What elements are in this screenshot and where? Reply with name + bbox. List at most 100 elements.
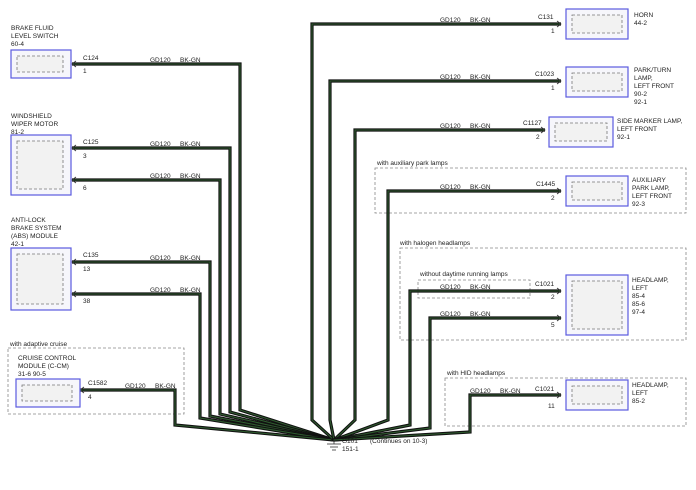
- wire-horn: [310, 22, 561, 442]
- ground-wire-bundle: [71, 20, 562, 442]
- headlamp-hid-ref: 85-2: [632, 398, 645, 405]
- wire-wiper-3-core: [72, 147, 335, 441]
- wire-headlamp-hid-core: [333, 394, 561, 441]
- wire-wiper-3-connector-tick: [71, 144, 77, 152]
- no-drl-label: without daytime running lamps: [419, 271, 509, 278]
- aux-park-label: with auxiliary park lamps: [376, 160, 449, 167]
- wire-headlamp-hid-circuit: GD120: [470, 388, 491, 395]
- abs-name-3: (ABS) MODULE: [11, 233, 59, 240]
- brake-fluid-ref: 60-4: [11, 41, 24, 48]
- abs-inner: [16, 253, 64, 305]
- brake-fluid-name-1: BRAKE FLUID: [11, 25, 54, 32]
- c1445-pin: 2: [551, 195, 555, 202]
- wire-brake-fluid-connector-tick: [71, 60, 77, 68]
- wire-brake-fluid: [72, 62, 335, 442]
- wire-horn-circuit: GD120: [440, 17, 461, 24]
- wire-park-turn-connector-tick: [556, 77, 562, 85]
- headlamp-hid: HEADLAMP, LEFT 85-2: [565, 379, 669, 411]
- wire-headlamp-5-circuit: GD120: [440, 311, 461, 318]
- ground-id: G101: [342, 438, 358, 445]
- wire-side-marker-circuit: GD120: [440, 123, 461, 130]
- wire-ccm-color: BK-GN: [155, 383, 176, 390]
- wire-park-turn-core: [329, 80, 561, 441]
- cruise-control-module: CRUISE CONTROL MODULE (C-CM) 31-6 90-5: [15, 355, 81, 408]
- wire-headlamp-2-circuit: GD120: [440, 284, 461, 291]
- aux-park-option-box: [374, 167, 687, 214]
- headlamp-hid-name-2: LEFT: [632, 390, 648, 397]
- wire-brake-fluid-color: BK-GN: [180, 57, 201, 64]
- brake-fluid-name-2: LEVEL SWITCH: [11, 33, 59, 40]
- wire-abs-13-color: BK-GN: [180, 255, 201, 262]
- c125-pin-3: 3: [83, 153, 87, 160]
- ccm-ref: 31-6 90-5: [18, 371, 46, 378]
- wire-side-marker-core: [333, 129, 545, 441]
- wire-abs-13-connector-tick: [71, 258, 77, 266]
- wire-headlamp-2-color: BK-GN: [470, 284, 491, 291]
- wire-park-turn-circuit: GD120: [440, 74, 461, 81]
- horn-name: HORN: [634, 12, 653, 19]
- park-turn-inner: [571, 72, 623, 92]
- aux-park-name-3: LEFT FRONT: [632, 193, 672, 200]
- wire-side-marker-color: BK-GN: [470, 123, 491, 130]
- wire-headlamp-hid-color: BK-GN: [500, 388, 521, 395]
- headlamp-halogen-inner: [571, 280, 623, 330]
- wire-aux-park-circuit: GD120: [440, 184, 461, 191]
- wire-ccm-circuit: GD120: [125, 383, 146, 390]
- wiper-name-1: WINDSHIELD: [11, 113, 52, 120]
- c1021-hid-pin: 11: [548, 403, 555, 410]
- abs-module: ANTI-LOCK BRAKE SYSTEM (ABS) MODULE 42-1: [10, 217, 72, 311]
- side-marker-inner: [554, 122, 608, 142]
- adaptive-cruise-label: with adaptive cruise: [9, 341, 67, 348]
- wire-aux-park-connector-tick: [556, 187, 562, 195]
- wire-wiper-3-circuit: GD120: [150, 141, 171, 148]
- c1023-pin: 1: [551, 85, 555, 92]
- ccm-name-1: CRUISE CONTROL: [18, 355, 77, 362]
- headlamp-halogen-name-2: LEFT: [632, 285, 648, 292]
- hid-label: with HID headlamps: [446, 370, 506, 377]
- wire-headlamp-5-core: [333, 317, 561, 441]
- headlamp-hid-name-1: HEADLAMP,: [632, 382, 669, 389]
- wire-wiper-6-circuit: GD120: [150, 173, 171, 180]
- wire-wiper-6-core: [72, 179, 335, 441]
- c1582-id: C1582: [88, 380, 108, 387]
- wire-side-marker-connector-tick: [540, 126, 546, 134]
- wire-wiper-3-color: BK-GN: [180, 141, 201, 148]
- c125-pin-6: 6: [83, 185, 87, 192]
- c135-id: C135: [83, 252, 99, 259]
- wire-horn-connector-tick: [556, 20, 562, 28]
- wire-aux-park-core: [333, 190, 561, 441]
- c1021-hid-id: C1021: [535, 386, 555, 393]
- c1127-id: C1127: [523, 120, 542, 127]
- c1021-pin-5: 5: [551, 322, 555, 329]
- abs-name-1: ANTI-LOCK: [11, 217, 46, 224]
- wire-abs-38-core: [72, 293, 335, 441]
- c1021-pin-2: 2: [551, 294, 555, 301]
- aux-park-name-2: PARK LAMP,: [632, 185, 670, 192]
- c135-pin-38: 38: [83, 298, 91, 305]
- wire-brake-fluid-circuit: GD120: [150, 57, 171, 64]
- wire-abs-13-core: [72, 261, 335, 441]
- wire-headlamp-5: [333, 316, 561, 442]
- wire-horn-core: [311, 23, 561, 441]
- wire-abs-38-color: BK-GN: [180, 287, 201, 294]
- aux-park-name-1: AUXILIARY: [632, 177, 667, 184]
- wire-wiper-6-connector-tick: [71, 176, 77, 184]
- wire-headlamp-5-color: BK-GN: [470, 311, 491, 318]
- park-turn-name-3: LEFT FRONT: [634, 83, 674, 90]
- brake-fluid-level-switch: BRAKE FLUID LEVEL SWITCH 60-4: [10, 25, 72, 79]
- adaptive-cruise-option-box: [7, 347, 185, 415]
- c1127-pin: 2: [536, 134, 540, 141]
- c135-pin-13: 13: [83, 266, 91, 273]
- ccm-name-2: MODULE (C-CM): [18, 363, 69, 370]
- c124-pin: 1: [83, 68, 87, 75]
- aux-park-ref: 92-3: [632, 201, 645, 208]
- ground-ref: 151-1: [342, 446, 359, 453]
- c1582-pin: 4: [88, 394, 92, 401]
- aux-park-inner: [571, 181, 623, 201]
- halogen-label: with halogen headlamps: [399, 240, 471, 247]
- hid-option-box: [444, 377, 687, 427]
